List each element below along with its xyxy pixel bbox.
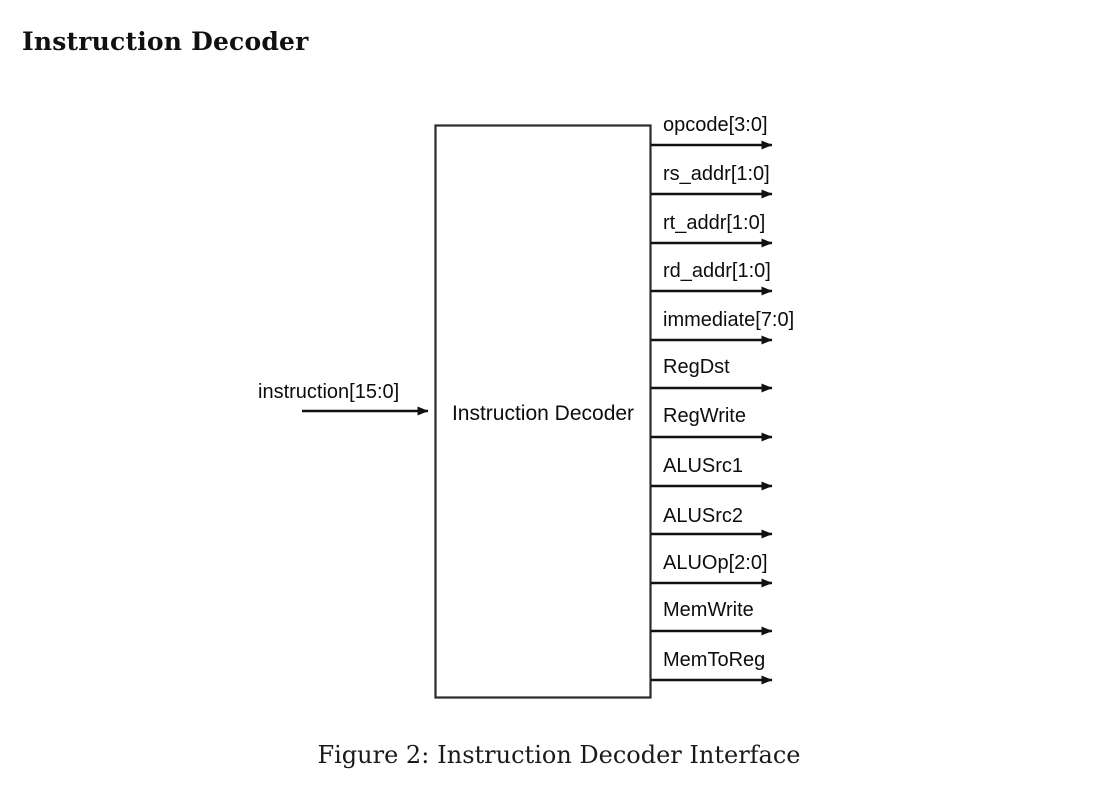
output-label-opcode: opcode[3:0] (663, 114, 768, 136)
output-label-ALUOp: ALUOp[2:0] (663, 552, 768, 574)
output-port-rs_addr: rs_addr[1:0] (651, 163, 773, 199)
decoder-block-label: Instruction Decoder (452, 402, 634, 425)
output-label-ALUSrc1: ALUSrc1 (663, 455, 743, 477)
output-label-RegDst: RegDst (663, 356, 730, 378)
output-label-rd_addr: rd_addr[1:0] (663, 260, 771, 282)
output-label-rt_addr: rt_addr[1:0] (663, 212, 765, 234)
output-label-RegWrite: RegWrite (663, 405, 746, 427)
output-port-RegDst: RegDst (651, 356, 773, 393)
decoder-block (434, 124, 652, 699)
figure-caption-label: Figure 2: (317, 741, 430, 769)
figure-caption: Figure 2:Instruction Decoder Interface (0, 741, 1118, 769)
output-port-opcode: opcode[3:0] (651, 114, 773, 150)
output-label-immediate: immediate[7:0] (663, 309, 794, 331)
output-label-rs_addr: rs_addr[1:0] (663, 163, 770, 185)
output-port-rt_addr: rt_addr[1:0] (651, 212, 773, 248)
output-label-MemToReg: MemToReg (663, 649, 765, 671)
output-port-MemWrite: MemWrite (651, 599, 773, 636)
output-label-MemWrite: MemWrite (663, 599, 754, 621)
page-title: Instruction Decoder (22, 27, 309, 56)
input-port-instruction: instruction[15:0] (258, 381, 429, 416)
output-port-immediate: immediate[7:0] (651, 309, 794, 345)
output-port-ALUSrc2: ALUSrc2 (651, 505, 773, 539)
output-port-RegWrite: RegWrite (651, 405, 773, 442)
input-label-instruction: instruction[15:0] (258, 381, 399, 403)
output-port-rd_addr: rd_addr[1:0] (651, 260, 773, 296)
output-port-ALUSrc1: ALUSrc1 (651, 455, 773, 491)
output-label-ALUSrc2: ALUSrc2 (663, 505, 743, 527)
output-port-ALUOp: ALUOp[2:0] (651, 552, 773, 588)
output-port-MemToReg: MemToReg (651, 649, 773, 685)
figure-caption-text: Instruction Decoder Interface (437, 741, 801, 769)
